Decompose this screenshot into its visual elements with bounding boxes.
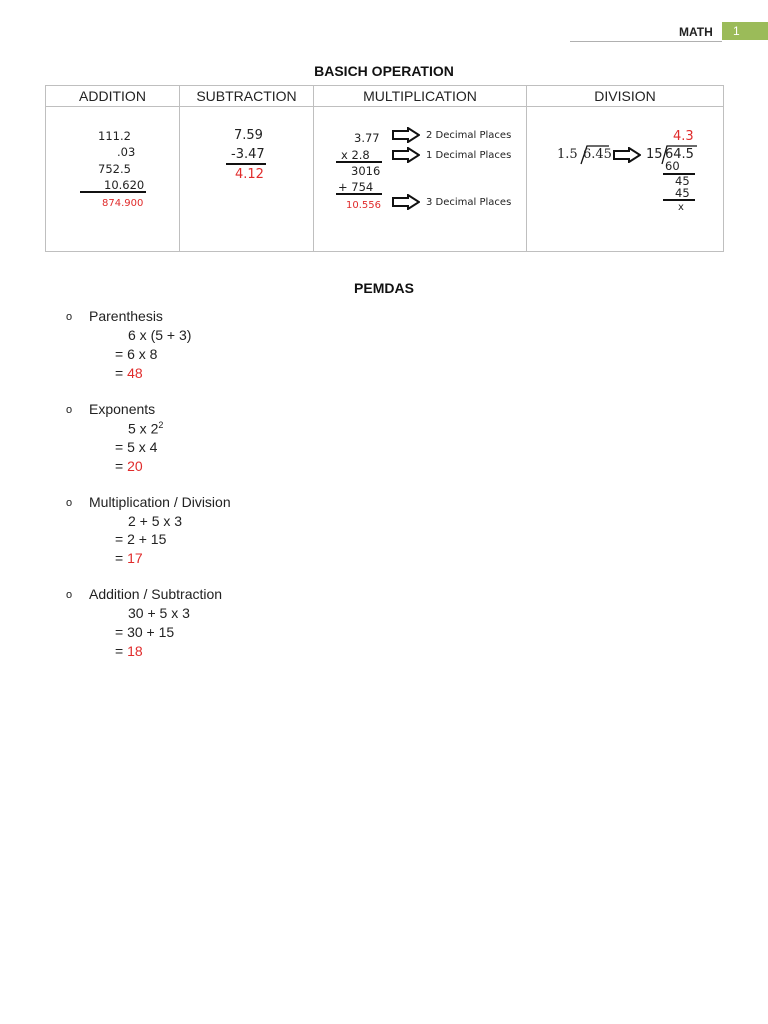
addition-line: 111.2 xyxy=(98,129,131,143)
division-dividend-original: 6.45 xyxy=(583,147,612,162)
bullet-icon: o xyxy=(66,497,73,509)
section-expression: 2 + 5 x 3 xyxy=(128,513,183,529)
division-rule xyxy=(663,173,695,175)
pemdas-title: PEMDAS xyxy=(354,280,414,296)
section-title: Parenthesis xyxy=(89,308,163,324)
section-title: Addition / Subtraction xyxy=(89,586,223,602)
header-section-label: MATH xyxy=(679,25,713,39)
division-rule xyxy=(663,199,695,201)
multiplication-line: 3016 xyxy=(351,164,381,178)
operations-table: ADDITION SUBTRACTION MULTIPLICATION DIVI… xyxy=(45,85,724,252)
section-step: = 5 x 4 xyxy=(115,439,158,455)
multiplication-line: x 2.8 xyxy=(341,148,370,162)
equals-sign: = xyxy=(115,458,128,474)
bullet-icon: o xyxy=(66,589,73,601)
right-arrow-icon xyxy=(392,147,420,163)
header-rule xyxy=(570,41,722,42)
addition-line: .03 xyxy=(117,145,136,159)
long-division-bracket-icon xyxy=(580,145,609,165)
column-header-multiplication: MULTIPLICATION xyxy=(313,85,527,107)
section-title: Multiplication / Division xyxy=(89,494,231,510)
decimal-note: 1 Decimal Places xyxy=(426,150,512,161)
column-header-addition: ADDITION xyxy=(45,85,180,107)
equals-sign: = xyxy=(115,365,128,381)
division-remainder: x xyxy=(678,202,684,213)
section-answer-line: = 48 xyxy=(115,365,143,381)
long-division-bracket-icon xyxy=(661,145,697,165)
section-expression: 6 x (5 + 3) xyxy=(128,327,192,343)
right-arrow-icon xyxy=(613,147,641,163)
multiplication-rule xyxy=(336,161,382,163)
equals-sign: = xyxy=(115,550,128,566)
division-cell: 4.3 1.5 6.45 15 64.5 60 45 45 x xyxy=(526,106,724,252)
expression-base: 5 x 2 xyxy=(128,420,159,437)
multiplication-line: 3.77 xyxy=(354,131,380,145)
addition-line: 10.620 xyxy=(104,178,145,192)
addition-result: 874.900 xyxy=(102,198,144,209)
decimal-note: 2 Decimal Places xyxy=(426,130,512,141)
multiplication-result: 10.556 xyxy=(346,200,381,211)
column-header-division: DIVISION xyxy=(526,85,724,107)
section-expression: 30 + 5 x 3 xyxy=(128,605,190,621)
section-answer: 17 xyxy=(127,550,143,566)
operations-title: BASICH OPERATION xyxy=(314,63,454,79)
subtraction-rule xyxy=(226,163,266,165)
division-dividend-adjusted: 64.5 xyxy=(665,147,694,162)
section-answer: 18 xyxy=(127,643,143,659)
subtraction-cell: 7.59 -3.47 4.12 xyxy=(179,106,314,252)
section-answer: 48 xyxy=(127,365,143,381)
subtraction-line: -3.47 xyxy=(231,147,265,162)
addition-cell: 111.2 .03 752.5 10.620 874.900 xyxy=(45,106,180,252)
subtraction-result: 4.12 xyxy=(235,167,264,182)
section-step: = 30 + 15 xyxy=(115,624,175,640)
section-step: = 2 + 15 xyxy=(115,531,167,547)
division-step: 60 xyxy=(665,159,680,173)
multiplication-line: + 754 xyxy=(338,180,374,194)
division-divisor-original: 1.5 xyxy=(557,147,578,162)
right-arrow-icon xyxy=(392,127,420,143)
column-header-subtraction: SUBTRACTION xyxy=(179,85,314,107)
bullet-icon: o xyxy=(66,311,73,323)
division-step: 45 xyxy=(675,186,690,200)
addition-sum-rule xyxy=(80,191,146,193)
decimal-note: 3 Decimal Places xyxy=(426,197,512,208)
division-divisor-adjusted: 15 xyxy=(646,147,663,162)
right-arrow-icon xyxy=(392,194,420,210)
section-title: Exponents xyxy=(89,401,156,417)
bullet-icon: o xyxy=(66,404,73,416)
section-step: = 6 x 8 xyxy=(115,346,158,362)
section-answer-line: = 18 xyxy=(115,643,143,659)
equals-sign: = xyxy=(115,643,128,659)
multiplication-cell: 3.77 2 Decimal Places x 2.8 1 Decimal Pl… xyxy=(313,106,527,252)
section-answer-line: = 20 xyxy=(115,458,143,474)
section-expression: 5 x 22 xyxy=(128,420,163,437)
division-quotient: 4.3 xyxy=(673,129,694,144)
expression-exponent: 2 xyxy=(158,420,164,430)
section-answer-line: = 17 xyxy=(115,550,143,566)
division-step: 45 xyxy=(675,174,690,188)
section-answer: 20 xyxy=(127,458,143,474)
page-number-badge: 1 xyxy=(722,22,768,40)
multiplication-sum-rule xyxy=(336,193,382,195)
addition-line: 752.5 xyxy=(98,162,131,176)
subtraction-line: 7.59 xyxy=(234,128,263,143)
